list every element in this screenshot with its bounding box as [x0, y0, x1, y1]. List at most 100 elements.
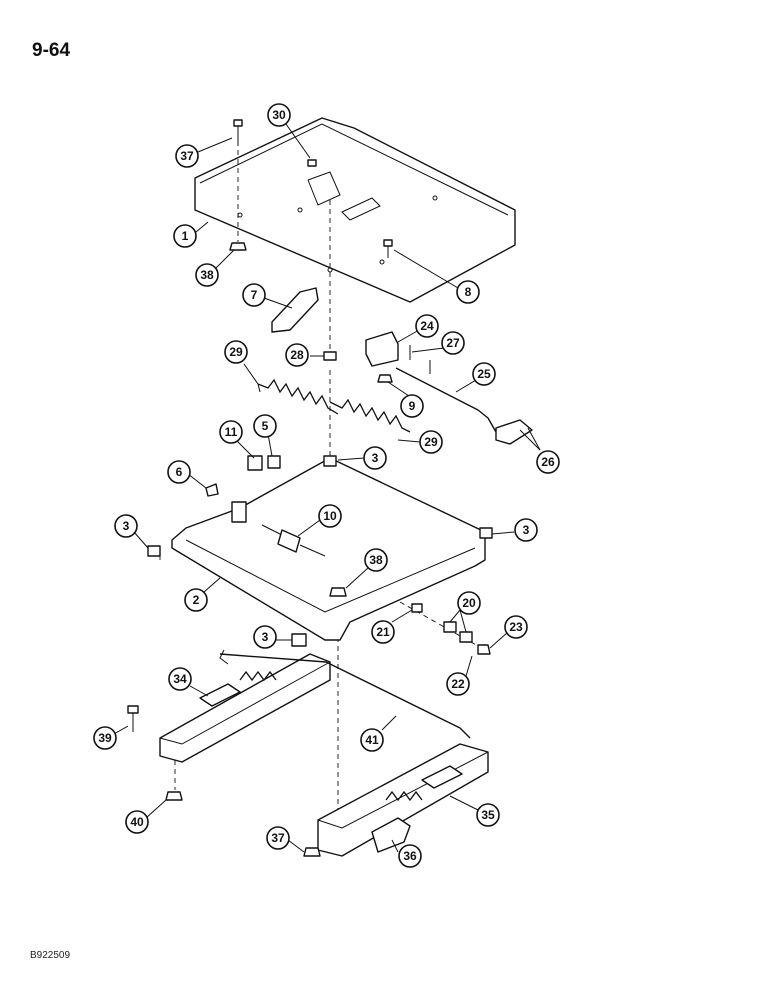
callout-10: 10: [318, 504, 342, 528]
callout-38-top: 38: [195, 263, 219, 287]
bracket-24: [365, 331, 399, 367]
callout-40: 40: [125, 810, 149, 834]
spacer-3-b: [147, 545, 161, 557]
svg-text:3: 3: [372, 451, 379, 465]
spring-29-left: [257, 378, 339, 415]
bolt-30: [307, 159, 317, 167]
bolt-39: [127, 705, 139, 732]
callout-29-left: 29: [224, 340, 248, 364]
nut-40: [165, 791, 183, 801]
callout-6: 6: [167, 460, 191, 484]
callout-7: 7: [242, 283, 266, 307]
bracket-7: [271, 287, 319, 333]
svg-text:28: 28: [290, 348, 304, 362]
svg-text:41: 41: [365, 733, 379, 747]
bolt-37-top: [233, 119, 243, 146]
callout-3-top: 3: [363, 446, 387, 470]
svg-text:37: 37: [180, 149, 194, 163]
callout-37-top: 37: [175, 144, 199, 168]
callout-28: 28: [285, 343, 309, 367]
nut-38-mid: [329, 587, 347, 597]
callout-38-mid: 38: [364, 548, 388, 572]
svg-text:3: 3: [523, 523, 530, 537]
svg-text:3: 3: [262, 630, 269, 644]
svg-text:23: 23: [509, 620, 523, 634]
callout-1: 1: [173, 224, 197, 248]
callout-27: 27: [441, 331, 465, 355]
svg-text:27: 27: [446, 336, 460, 350]
callout-35: 35: [476, 803, 500, 827]
lever-rod-25: [395, 367, 533, 445]
spacer-3-a: [323, 455, 337, 467]
svg-text:7: 7: [251, 288, 258, 302]
nut-38-top: [229, 242, 247, 251]
slide-rail-right: [317, 743, 489, 857]
callout-21: 21: [371, 620, 395, 644]
callout-9: 9: [400, 394, 424, 418]
callout-3-left: 3: [114, 514, 138, 538]
svg-text:9: 9: [409, 399, 416, 413]
callout-8: 8: [456, 280, 480, 304]
callout-34: 34: [168, 667, 192, 691]
leader-lines: [113, 123, 541, 853]
svg-text:29: 29: [229, 345, 243, 359]
figure-id: B922509: [30, 950, 71, 961]
svg-text:21: 21: [376, 625, 390, 639]
svg-text:5: 5: [262, 419, 269, 433]
svg-text:39: 39: [98, 731, 112, 745]
slide-rail-left: [159, 649, 331, 763]
cross-rod-41: [219, 653, 471, 739]
callout-20: 20: [457, 591, 481, 615]
callout-41: 41: [360, 728, 384, 752]
callout-24: 24: [415, 314, 439, 338]
svg-text:3: 3: [123, 519, 130, 533]
seat-pan: [194, 117, 516, 303]
svg-text:34: 34: [173, 672, 187, 686]
svg-text:25: 25: [477, 367, 491, 381]
nut-9: [377, 374, 393, 383]
callout-11: 11: [219, 420, 243, 444]
callout-36: 36: [398, 844, 422, 868]
svg-text:35: 35: [481, 808, 495, 822]
svg-text:30: 30: [272, 108, 286, 122]
callout-37-bottom: 37: [266, 826, 290, 850]
svg-text:10: 10: [323, 509, 337, 523]
handle-36: [371, 817, 411, 853]
bolt-28: [323, 351, 337, 361]
svg-text:6: 6: [176, 465, 183, 479]
svg-text:11: 11: [225, 425, 238, 439]
callout-29-right: 29: [419, 430, 443, 454]
svg-text:24: 24: [420, 319, 434, 333]
shock-absorber-10: [261, 524, 326, 557]
callout-39: 39: [93, 726, 117, 750]
mid-frame: [171, 455, 486, 641]
svg-text:20: 20: [462, 596, 476, 610]
callout-30: 30: [267, 103, 291, 127]
svg-text:26: 26: [541, 455, 555, 469]
svg-text:2: 2: [193, 593, 200, 607]
callout-26: 26: [536, 450, 560, 474]
callout-5: 5: [253, 414, 277, 438]
svg-text:29: 29: [424, 435, 438, 449]
spring-29-right: [329, 398, 411, 433]
bolt-8: [383, 239, 393, 258]
spacer-3-d: [291, 633, 307, 647]
bolt-37-bottom: [303, 847, 321, 857]
spacer-3-c: [479, 527, 493, 539]
svg-text:1: 1: [182, 229, 189, 243]
svg-text:36: 36: [403, 849, 417, 863]
svg-text:22: 22: [451, 677, 465, 691]
svg-text:8: 8: [465, 285, 472, 299]
callout-2: 2: [184, 588, 208, 612]
page-number: 9-64: [32, 40, 71, 61]
svg-text:38: 38: [200, 268, 214, 282]
svg-text:40: 40: [130, 815, 144, 829]
callout-3-bottom: 3: [253, 625, 277, 649]
svg-text:38: 38: [369, 553, 383, 567]
callout-23: 23: [504, 615, 528, 639]
callout-3-right: 3: [514, 518, 538, 542]
callout-25: 25: [472, 362, 496, 386]
svg-text:37: 37: [271, 831, 285, 845]
callout-22: 22: [446, 672, 470, 696]
